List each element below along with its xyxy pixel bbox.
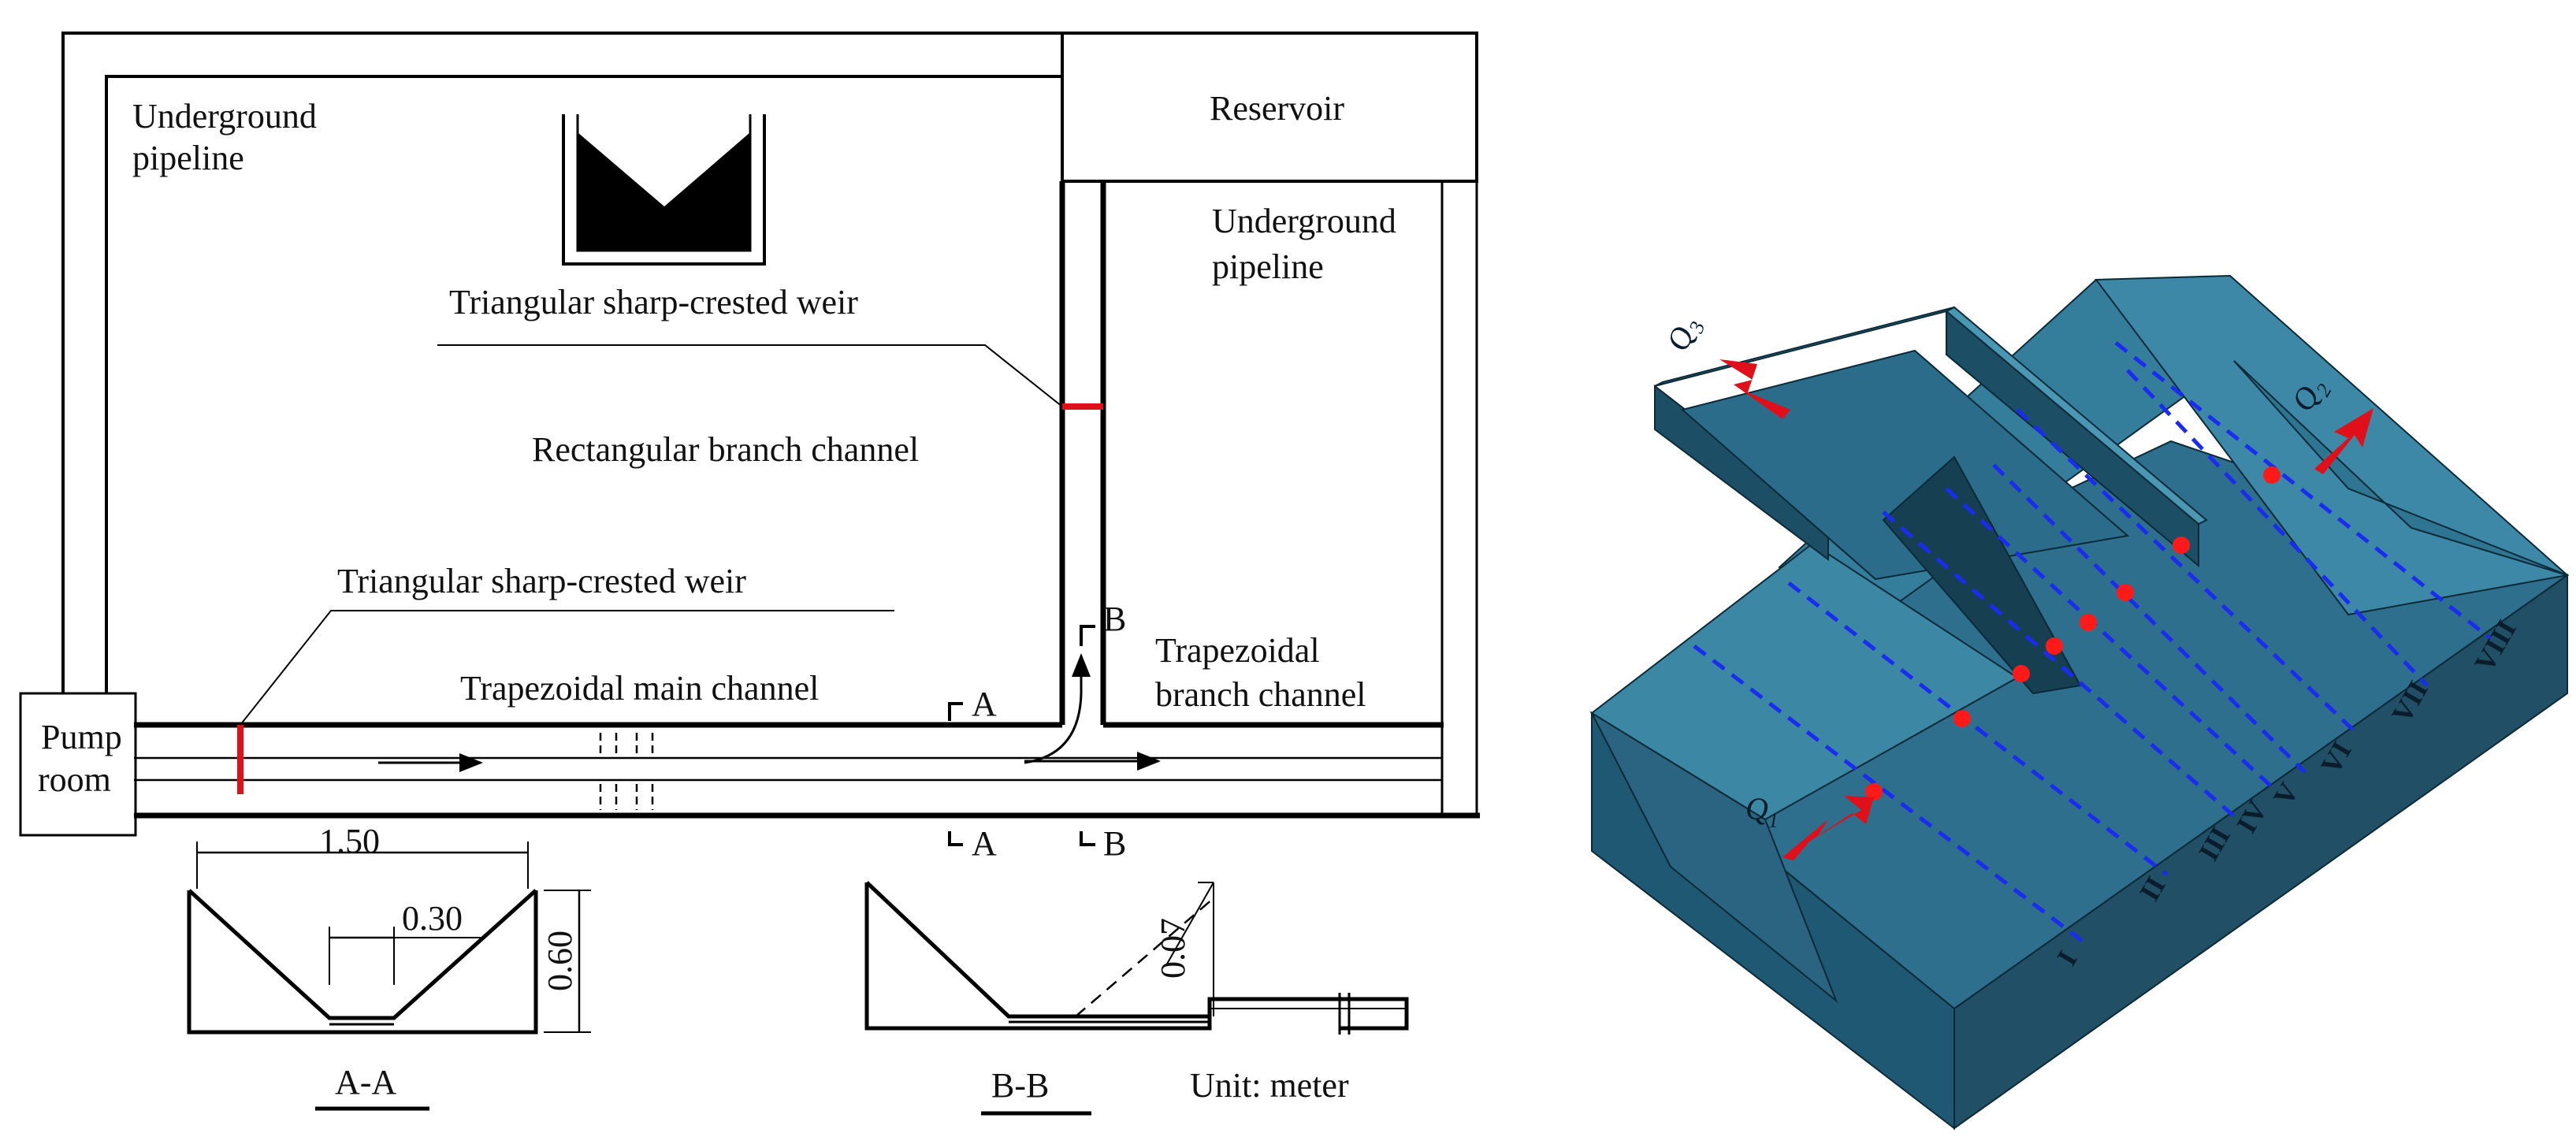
model-3d — [1589, 274, 2570, 1131]
underground-pipeline-outer — [61, 32, 1062, 693]
label-reservoir: Reservoir — [1210, 89, 1344, 128]
flow-arrow-branch — [1024, 653, 1091, 764]
label-trap-branch-2: branch channel — [1155, 675, 1366, 714]
section-line-6 — [2016, 408, 2358, 734]
weir-inset-icon — [562, 114, 766, 266]
dim-bb: 0.07 — [1154, 918, 1192, 979]
model-flow-arrows — [1719, 359, 2373, 860]
label-underground-right-1: Underground — [1212, 202, 1396, 240]
section-mark-b-bottom — [1080, 831, 1095, 846]
measure-point — [2173, 537, 2190, 554]
section-bb-profile — [864, 882, 1409, 1031]
section-aa-trapezoid — [188, 889, 537, 1020]
section-mark-b-top — [1080, 625, 1095, 646]
label-pump-1: Pump — [41, 718, 122, 756]
label-section-a-top: A — [972, 685, 997, 723]
section-line-1 — [1693, 645, 2090, 947]
arrow-q1-in — [1782, 796, 1874, 860]
dim-depth: 0.60 — [541, 931, 579, 991]
label-q3: Q3 — [1660, 312, 1709, 357]
section-line-8 — [2114, 341, 2492, 640]
section-mark-a-top — [948, 702, 963, 721]
measure-point — [2080, 614, 2097, 631]
plan-labels: Underground pipeline Reservoir Undergrou… — [38, 89, 1396, 863]
label-section-b-top: B — [1103, 600, 1126, 638]
label-weir-main: Triangular sharp-crested weir — [337, 562, 746, 600]
leader-weir-main — [240, 610, 894, 726]
section-line-3 — [1882, 511, 2240, 821]
section-aa-profile — [187, 890, 538, 1035]
label-weir-top: Triangular sharp-crested weir — [449, 283, 858, 321]
model-divider — [1882, 455, 2082, 695]
label-section-a-bottom: A — [972, 824, 997, 863]
section-aa — [187, 841, 591, 1111]
dim-top-width: 1.50 — [319, 822, 380, 860]
measure-point — [2263, 466, 2280, 484]
label-unit: Unit: meter — [1190, 1066, 1349, 1105]
leader-weir-top — [437, 344, 1063, 407]
section-line-4 — [1945, 487, 2279, 793]
label-section-b-bottom: B — [1103, 824, 1126, 863]
label-section-bb: B-B — [991, 1066, 1049, 1105]
measure-point — [2046, 637, 2063, 655]
arrow-q3-out — [1719, 359, 1790, 419]
measure-point — [2013, 665, 2030, 682]
model-measure-points — [1865, 466, 2280, 801]
model-q-labels: Q1 Q3 Q2 — [1660, 312, 2336, 832]
measure-point — [1865, 783, 1883, 801]
label-rect-branch: Rectangular branch channel — [532, 430, 919, 469]
section-line-2 — [1787, 581, 2169, 876]
label-pump-2: room — [38, 760, 111, 799]
label-q1: Q1 — [1745, 791, 1779, 832]
label-trap-branch-1: Trapezoidal — [1155, 631, 1320, 670]
arrow-q2-out — [2314, 408, 2373, 474]
pump-room-box — [19, 692, 137, 837]
measure-point — [2117, 584, 2134, 601]
section-line-5 — [1992, 463, 2307, 774]
label-underground-left-2: pipeline — [132, 139, 244, 177]
underground-pipeline-inner — [105, 75, 1062, 693]
section-mark-a-bottom — [948, 831, 963, 846]
model-section-lines — [1693, 341, 2492, 947]
label-section-aa: A-A — [335, 1063, 396, 1102]
label-underground-right-2: pipeline — [1212, 247, 1324, 286]
measure-point — [1953, 710, 1971, 727]
section-line-7 — [2126, 369, 2429, 687]
section-bb — [864, 881, 1409, 1116]
label-underground-left-1: Underground — [132, 97, 317, 136]
label-trap-main: Trapezoidal main channel — [460, 669, 819, 708]
dim-bottom-width: 0.30 — [402, 899, 463, 938]
plan-view — [19, 32, 1480, 846]
reservoir-box — [1061, 32, 1478, 183]
model-branch-floor — [1680, 349, 2130, 581]
